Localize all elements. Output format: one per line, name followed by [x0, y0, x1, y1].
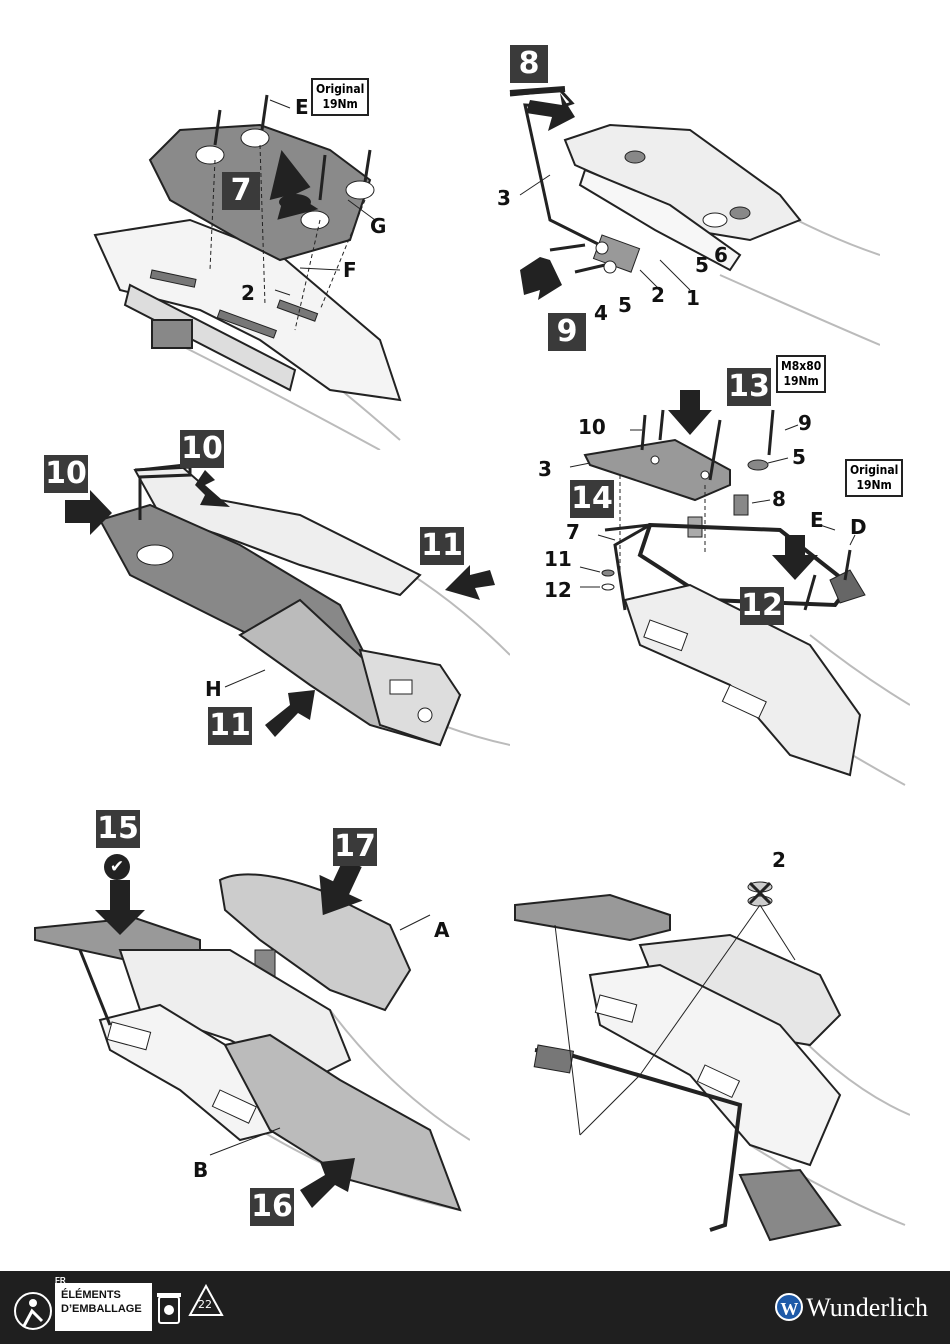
- label-g: G: [370, 216, 386, 236]
- label-3: 3: [538, 459, 552, 479]
- torque-spec-line-1: M8x80: [781, 359, 821, 374]
- label-8: 8: [772, 489, 786, 509]
- torque-spec-line-1: Original: [316, 82, 364, 97]
- panel-steps-8-9: 8 9 3 4 5 2 1 5 6: [490, 45, 880, 355]
- step-13-badge: 13: [727, 368, 771, 406]
- step-7-badge: 7: [222, 172, 260, 210]
- torque-spec-line-1: Original: [850, 463, 898, 478]
- torque-spec-line-2: 19Nm: [316, 97, 364, 112]
- recycle-code: 22: [198, 1298, 212, 1311]
- label-9: 9: [798, 413, 812, 433]
- panel-step-7: 7 Original 19Nm E G F 2: [80, 70, 410, 450]
- triman-logo-icon: [12, 1281, 54, 1333]
- label-12: 12: [544, 580, 572, 600]
- label-11: 11: [544, 549, 572, 569]
- rear-frame-drawing: [80, 70, 410, 450]
- label-1: 1: [686, 288, 700, 308]
- torque-spec-line-2: 19Nm: [781, 374, 821, 389]
- panel-steps-10-11: 10 10 11 11 H: [40, 425, 510, 780]
- language-code: FR: [55, 1274, 66, 1288]
- step-11-badge-right: 11: [420, 527, 464, 565]
- label-7: 7: [566, 522, 580, 542]
- label-4: 4: [594, 303, 608, 323]
- label-3: 3: [497, 188, 511, 208]
- step-15-badge: 15: [96, 810, 140, 848]
- label-a: A: [434, 920, 449, 940]
- label-10: 10: [578, 417, 606, 437]
- label-d: D: [850, 517, 867, 537]
- step-8-badge: 8: [510, 45, 548, 83]
- label-5-right: 5: [695, 255, 709, 275]
- step-17-badge: 17: [333, 828, 377, 866]
- final-assembly-drawing: [510, 845, 910, 1245]
- torque-spec-original: Original 19Nm: [845, 459, 903, 497]
- step-11-badge-bottom: 11: [208, 707, 252, 745]
- label-6: 6: [714, 245, 728, 265]
- torque-spec-original: Original 19Nm: [311, 78, 369, 116]
- frame-assembly-drawing: [40, 425, 510, 780]
- check-icon: ✔: [104, 854, 130, 880]
- torque-spec-line-2: 19Nm: [850, 478, 898, 493]
- recycle-bin-icon: [156, 1289, 182, 1325]
- label-e: E: [295, 97, 309, 117]
- label-5: 5: [792, 447, 806, 467]
- panel-final-check: 2: [510, 845, 910, 1245]
- panel-steps-12-14: 13 14 12 M8x80 19Nm Original 19Nm 10 9 3…: [530, 355, 910, 825]
- label-e: E: [810, 510, 824, 530]
- step-10-badge-left: 10: [44, 455, 88, 493]
- label-h: H: [205, 679, 222, 699]
- brand-name: Wunderlich: [806, 1293, 928, 1322]
- packaging-line-2: D’EMBALLAGE: [61, 1302, 152, 1316]
- seat-install-drawing: [30, 810, 470, 1230]
- brand-mark-icon: W: [775, 1293, 803, 1321]
- step-12-badge: 12: [740, 587, 784, 625]
- panel-steps-15-17: 15 ✔ 17 16 A B: [30, 810, 470, 1230]
- step-10-badge-top: 10: [180, 430, 224, 468]
- step-9-badge: 9: [548, 313, 586, 351]
- side-bracket-drawing: [490, 45, 880, 355]
- label-2: 2: [651, 285, 665, 305]
- recycle-triangle-icon: 22: [188, 1283, 224, 1329]
- step-14-badge: 14: [570, 480, 614, 518]
- label-5-left: 5: [618, 295, 632, 315]
- step-16-badge: 16: [250, 1188, 294, 1226]
- label-2: 2: [241, 283, 255, 303]
- label-b: B: [193, 1160, 208, 1180]
- packaging-line-1: ÉLÉMENTS: [61, 1288, 152, 1302]
- torque-spec-m8x80: M8x80 19Nm: [776, 355, 826, 393]
- packaging-elements-badge: FR ÉLÉMENTS D’EMBALLAGE: [55, 1283, 152, 1331]
- label-2: 2: [772, 850, 786, 870]
- label-f: F: [343, 260, 357, 280]
